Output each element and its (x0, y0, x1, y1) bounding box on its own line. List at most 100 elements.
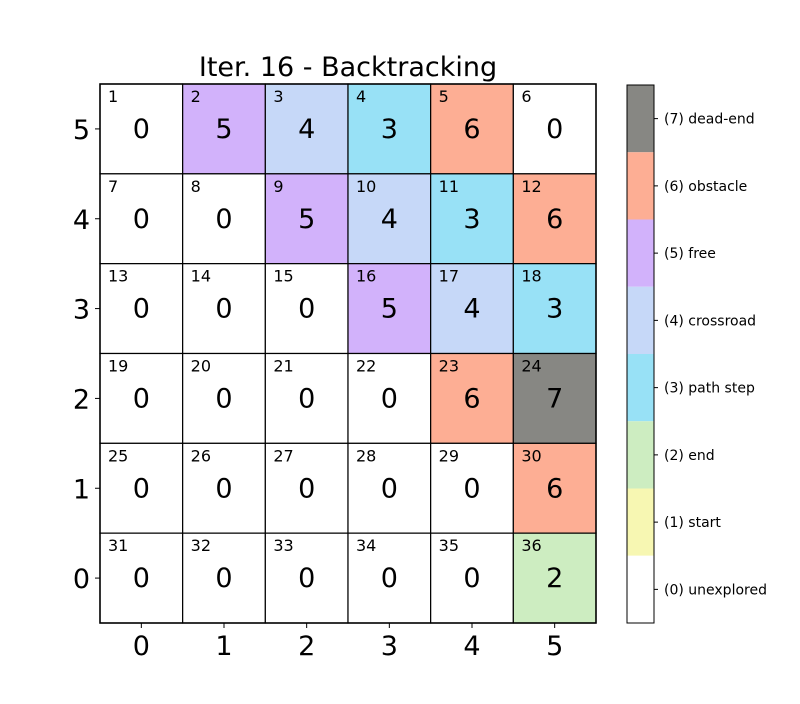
cell-id-label: 9 (273, 177, 283, 196)
legend: (7) dead-end(6) obstacle(5) free(4) cros… (626, 84, 767, 624)
cell-value-label: 4 (463, 294, 480, 325)
chart-title: Iter. 16 - Backtracking (199, 52, 497, 83)
cell-id-label: 3 (273, 87, 283, 106)
cell-id-label: 21 (273, 357, 293, 376)
cell-id-label: 31 (108, 536, 128, 555)
legend-swatch (627, 286, 654, 354)
legend-label: (5) free (664, 246, 716, 262)
cell-id-label: 24 (521, 357, 541, 376)
legend-swatch (627, 488, 654, 556)
cell-id-label: 23 (439, 357, 459, 376)
cell-id-label: 17 (439, 267, 459, 286)
x-tick-label: 0 (133, 631, 150, 662)
grid-cell (182, 352, 266, 444)
cell-value-label: 0 (133, 294, 150, 325)
cell-value-label: 0 (133, 563, 150, 594)
grid-cell (99, 442, 184, 534)
cell-id-label: 30 (521, 446, 541, 465)
legend-frame (626, 84, 655, 624)
cell-id-label: 5 (439, 87, 449, 106)
grid-cell (512, 532, 597, 624)
legend-label: (0) unexplored (664, 582, 767, 598)
x-tick-label: 1 (215, 631, 232, 662)
grid-cell (347, 173, 432, 265)
legend-label: (6) obstacle (664, 179, 747, 195)
cell-value-label: 0 (215, 473, 232, 504)
grid-cell (347, 352, 432, 444)
cell-id-label: 16 (356, 267, 376, 286)
legend-swatch (627, 219, 654, 287)
cell-value-label: 6 (463, 114, 480, 145)
cell-value-label: 6 (463, 383, 480, 414)
x-tick-label: 3 (381, 631, 398, 662)
cell-id-label: 2 (191, 87, 201, 106)
cell-value-label: 0 (546, 114, 563, 145)
grid: 1025344356607080951041131261301401501651… (99, 83, 597, 624)
cell-value-label: 0 (381, 383, 398, 414)
cell-id-label: 28 (356, 446, 376, 465)
cell-id-label: 36 (521, 536, 541, 555)
cell-value-label: 3 (463, 204, 480, 235)
grid-frame (99, 83, 597, 624)
cell-id-label: 7 (108, 177, 118, 196)
legend-label: (3) path step (664, 381, 755, 397)
cell-value-label: 0 (381, 563, 398, 594)
grid-cell (512, 173, 597, 265)
y-tick-label: 4 (73, 205, 90, 236)
grid-cell (264, 442, 349, 534)
cell-id-label: 19 (108, 357, 128, 376)
cell-id-label: 14 (191, 267, 211, 286)
cell-value-label: 0 (215, 204, 232, 235)
legend-swatch (627, 555, 654, 623)
grid-cell (347, 83, 432, 175)
cell-id-label: 13 (108, 267, 128, 286)
cell-value-label: 7 (546, 383, 563, 414)
y-tick-label: 0 (73, 564, 90, 595)
legend-label: (4) crossroad (664, 313, 756, 329)
grid-cell (347, 442, 432, 534)
grid-cell (512, 263, 597, 355)
cell-value-label: 0 (133, 473, 150, 504)
grid-cell (430, 442, 514, 534)
cell-value-label: 0 (298, 563, 315, 594)
y-tick-label: 1 (73, 474, 90, 505)
legend-swatch (627, 152, 654, 220)
cell-id-label: 29 (439, 446, 459, 465)
cell-value-label: 0 (463, 473, 480, 504)
x-tick-label: 4 (463, 631, 480, 662)
grid-cell (182, 263, 266, 355)
cell-value-label: 3 (381, 114, 398, 145)
cell-id-label: 27 (273, 446, 293, 465)
grid-cell (430, 532, 514, 624)
cell-value-label: 5 (298, 204, 315, 235)
cell-value-label: 6 (546, 204, 563, 235)
cell-id-label: 33 (273, 536, 293, 555)
grid-cell (99, 352, 184, 444)
legend-swatch (627, 421, 654, 489)
cell-value-label: 0 (133, 383, 150, 414)
grid-cell (347, 263, 432, 355)
cell-id-label: 35 (439, 536, 459, 555)
cell-value-label: 0 (215, 383, 232, 414)
cell-id-label: 8 (191, 177, 201, 196)
grid-cell (182, 83, 266, 175)
grid-cell (99, 83, 184, 175)
cell-id-label: 15 (273, 267, 293, 286)
cell-value-label: 0 (215, 563, 232, 594)
cell-id-label: 22 (356, 357, 376, 376)
cell-id-label: 12 (521, 177, 541, 196)
grid-cell (182, 173, 266, 265)
cell-value-label: 0 (133, 204, 150, 235)
cell-value-label: 3 (546, 294, 563, 325)
x-tick-label: 2 (298, 631, 315, 662)
cell-value-label: 5 (215, 114, 232, 145)
cell-value-label: 4 (298, 114, 315, 145)
legend-swatch (627, 85, 654, 153)
y-tick-label: 3 (73, 295, 90, 326)
cell-value-label: 0 (381, 473, 398, 504)
cell-id-label: 26 (191, 446, 211, 465)
grid-cell (99, 532, 184, 624)
legend-label: (2) end (664, 448, 715, 464)
